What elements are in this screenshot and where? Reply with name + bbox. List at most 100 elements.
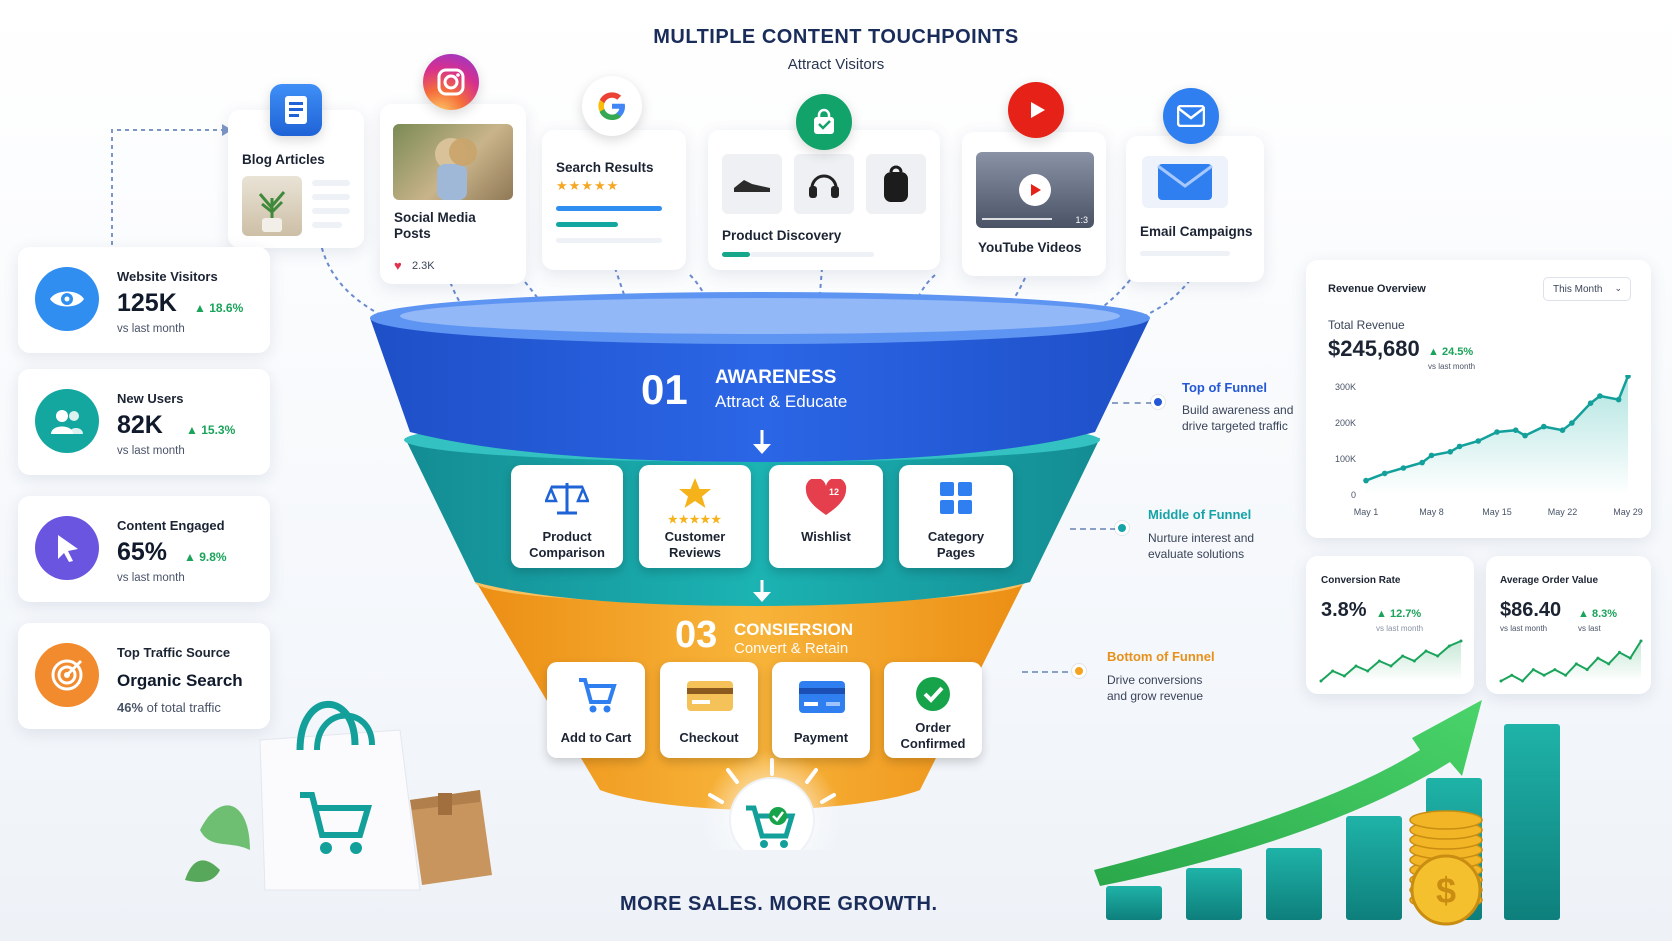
touchpoint-email-card[interactable]: Email Campaigns — [1126, 136, 1264, 282]
tile-add-to-cart[interactable]: Add to Cart — [547, 662, 645, 758]
sparkline-point — [1401, 654, 1405, 658]
tile-payment[interactable]: Payment — [772, 662, 870, 758]
tile-order-confirmed[interactable]: Order Confirmed — [884, 662, 982, 758]
revenue-point — [1419, 459, 1425, 466]
revenue-point — [1381, 470, 1388, 477]
revenue-point — [1456, 443, 1463, 450]
sparkline-point — [1389, 664, 1393, 668]
metric-label: New Users — [117, 391, 184, 406]
metric-delta: ▲ 15.3% — [186, 423, 236, 437]
tile-product-comparison[interactable]: Product Comparison — [511, 465, 623, 568]
heart-icon — [805, 479, 847, 515]
sparkline-point — [1459, 639, 1463, 643]
period-dropdown[interactable]: This Month⌄ — [1543, 277, 1631, 301]
shopping-bag-icon — [796, 94, 852, 150]
tile-label: Confirmed — [900, 736, 966, 751]
sparkline-point — [1447, 644, 1451, 648]
aov-value: $86.40 — [1500, 599, 1562, 621]
touchpoint-product-card[interactable]: Product Discovery — [708, 130, 940, 270]
wishlist-badge: 12 — [829, 487, 840, 497]
rating-stars: ★★★★★ — [667, 514, 723, 526]
sparkline-area — [1501, 641, 1641, 681]
chevron-down-icon: ⌄ — [1614, 283, 1622, 293]
tile-customer-reviews[interactable]: ★★★★★ Customer Reviews — [639, 465, 751, 568]
social-photo — [393, 124, 513, 200]
revenue-delta-sub: vs last month — [1428, 362, 1476, 371]
sparkline-point — [1510, 673, 1514, 677]
touchpoint-social-card[interactable]: Social Media Posts ♥ 2.3K — [380, 104, 526, 284]
revenue-point — [1428, 452, 1435, 459]
y-tick-label: 200K — [1335, 418, 1356, 428]
metric-new-users: New Users 82K ▲ 15.3% vs last month — [18, 369, 270, 475]
conversion-delta: ▲ 12.7% — [1376, 608, 1422, 620]
sparkline-point — [1542, 673, 1546, 677]
x-tick-label: May 22 — [1548, 507, 1578, 517]
metric-sub: vs last month — [117, 445, 185, 457]
average-order-value-card: Average Order Value $86.40 ▲ 8.3% vs las… — [1486, 556, 1651, 694]
star-icon — [679, 478, 711, 508]
main-title: MULTIPLE CONTENT TOUCHPOINTS — [653, 26, 1019, 48]
tile-wishlist[interactable]: 12 Wishlist — [769, 465, 883, 568]
touchpoint-blog-card[interactable]: Blog Articles — [228, 110, 364, 248]
revenue-point — [1625, 375, 1631, 379]
google-icon — [582, 76, 642, 136]
aov-sparkline — [1499, 639, 1643, 683]
metric-website-visitors: Website Visitors 125K ▲ 18.6% vs last mo… — [18, 247, 270, 353]
side-note-title: Middle of Funnel — [1148, 507, 1252, 522]
sparkline-point — [1639, 639, 1643, 643]
tile-label: Reviews — [668, 545, 722, 560]
touchpoint-label: Product Discovery — [722, 228, 842, 243]
svg-text:$: $ — [1436, 870, 1456, 911]
aov-title: Average Order Value — [1500, 575, 1599, 586]
backpack-thumbnail — [866, 154, 926, 214]
revenue-point — [1494, 429, 1500, 435]
subtitle: Attract Visitors — [787, 56, 885, 73]
headphones-thumbnail — [794, 154, 854, 214]
rating-stars: ★★★★★ — [556, 178, 620, 193]
footer-tagline: MORE SALES. MORE GROWTH. — [620, 893, 938, 915]
sparkline-point — [1366, 669, 1370, 673]
bottom-funnel-dot — [1072, 664, 1086, 678]
tile-label: Comparison — [529, 545, 605, 560]
conversion-sparkline — [1319, 639, 1463, 683]
y-tick-label: 300K — [1335, 382, 1356, 392]
metric-sub: 46% of total traffic — [117, 700, 221, 715]
tile-category-pages[interactable]: Category Pages — [899, 465, 1013, 568]
revenue-point — [1540, 423, 1547, 430]
sparkline-point — [1585, 668, 1589, 672]
play-icon[interactable] — [1019, 174, 1051, 206]
conversion-rate-card: Conversion Rate 3.8% ▲ 12.7% vs last mon… — [1306, 556, 1474, 694]
sparkline-point — [1628, 656, 1632, 660]
touchpoint-label: Social Media Posts — [394, 210, 476, 241]
document-icon — [270, 84, 322, 136]
tile-label: Customer — [664, 529, 726, 544]
aov-sub: vs last month — [1500, 624, 1548, 633]
aov-delta: ▲ 8.3% — [1578, 608, 1618, 620]
stage1-title: AWARENESS — [715, 367, 837, 388]
sparkline-point — [1412, 659, 1416, 663]
revenue-point — [1615, 396, 1622, 403]
metric-label: Top Traffic Source — [117, 645, 231, 660]
eye-icon — [35, 267, 99, 331]
email-icon — [1163, 88, 1219, 144]
sparkline-point — [1607, 662, 1611, 666]
tile-label: Pages — [936, 545, 976, 560]
sparkline-point — [1574, 662, 1578, 666]
side-note-title: Top of Funnel — [1182, 380, 1267, 395]
touchpoint-label: YouTube Videos — [978, 240, 1082, 255]
x-tick-label: May 8 — [1419, 507, 1444, 517]
grid-icon — [940, 482, 972, 514]
conversion-value: 3.8% — [1321, 599, 1367, 621]
youtube-icon — [1008, 82, 1064, 138]
sparkline-line — [1500, 640, 1642, 683]
touchpoint-youtube-card[interactable]: 1:3 YouTube Videos — [962, 132, 1106, 276]
touchpoint-search-card[interactable]: Search Results ★★★★★ — [542, 130, 686, 270]
instagram-icon — [423, 54, 479, 110]
metric-top-traffic-source: Top Traffic Source Organic Search 46% of… — [18, 623, 270, 729]
revenue-point — [1447, 449, 1454, 455]
x-tick-label: May 1 — [1354, 507, 1379, 517]
tile-checkout[interactable]: Checkout — [660, 662, 758, 758]
sparkline-point — [1377, 659, 1381, 663]
touchpoint-label: Email Campaigns — [1140, 224, 1253, 239]
